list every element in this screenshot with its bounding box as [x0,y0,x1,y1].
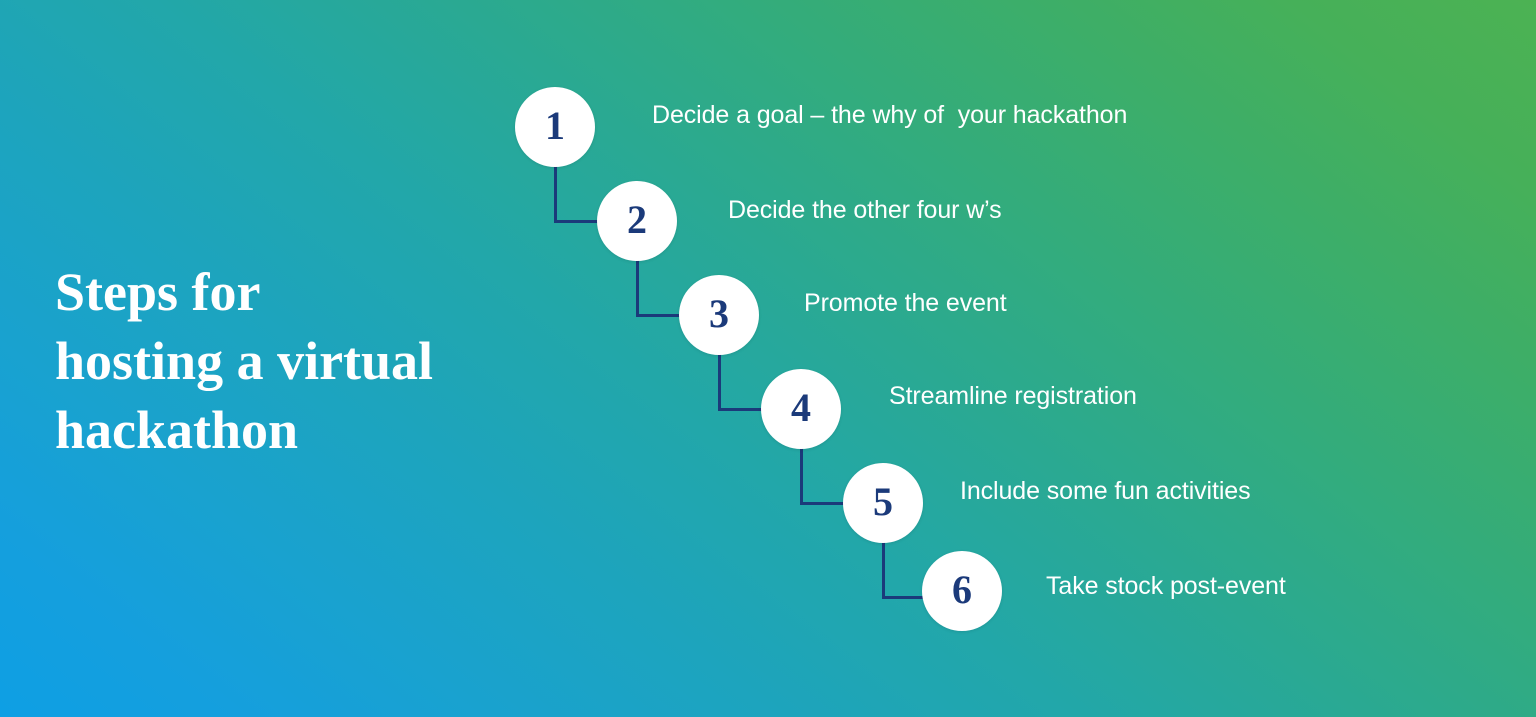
step-number-5: 5 [873,479,893,524]
connector-4-5-horizontal [800,502,850,505]
step-number-badge-2[interactable]: 2 [597,181,677,261]
step-number-badge-1[interactable]: 1 [515,87,595,167]
step-number-2: 2 [627,197,647,242]
step-label-6: Take stock post-event [1046,572,1286,600]
page-title: Steps for hosting a virtual hackathon [55,262,434,460]
connector-3-4-horizontal [718,408,768,411]
step-label-3: Promote the event [804,289,1007,317]
step-number-4: 4 [791,385,811,430]
step-label-5: Include some fun activities [960,477,1251,505]
step-label-2: Decide the other four w’s [728,196,1002,224]
step-number-badge-6[interactable]: 6 [922,551,1002,631]
step-number-1: 1 [545,103,565,148]
connector-5-6-horizontal [882,596,932,599]
step-number-6: 6 [952,567,972,612]
step-label-1: Decide a goal – the why of your hackatho… [652,101,1128,129]
connector-3-4-vertical [718,348,721,411]
step-number-badge-4[interactable]: 4 [761,369,841,449]
connector-4-5-vertical [800,442,803,505]
connector-5-6-vertical [882,536,885,599]
connector-2-3-horizontal [636,314,686,317]
step-number-badge-5[interactable]: 5 [843,463,923,543]
connector-1-2-horizontal [554,220,604,223]
step-number-badge-3[interactable]: 3 [679,275,759,355]
step-number-3: 3 [709,291,729,336]
step-label-4: Streamline registration [889,382,1137,410]
connector-2-3-vertical [636,254,639,317]
connector-1-2-vertical [554,160,557,223]
